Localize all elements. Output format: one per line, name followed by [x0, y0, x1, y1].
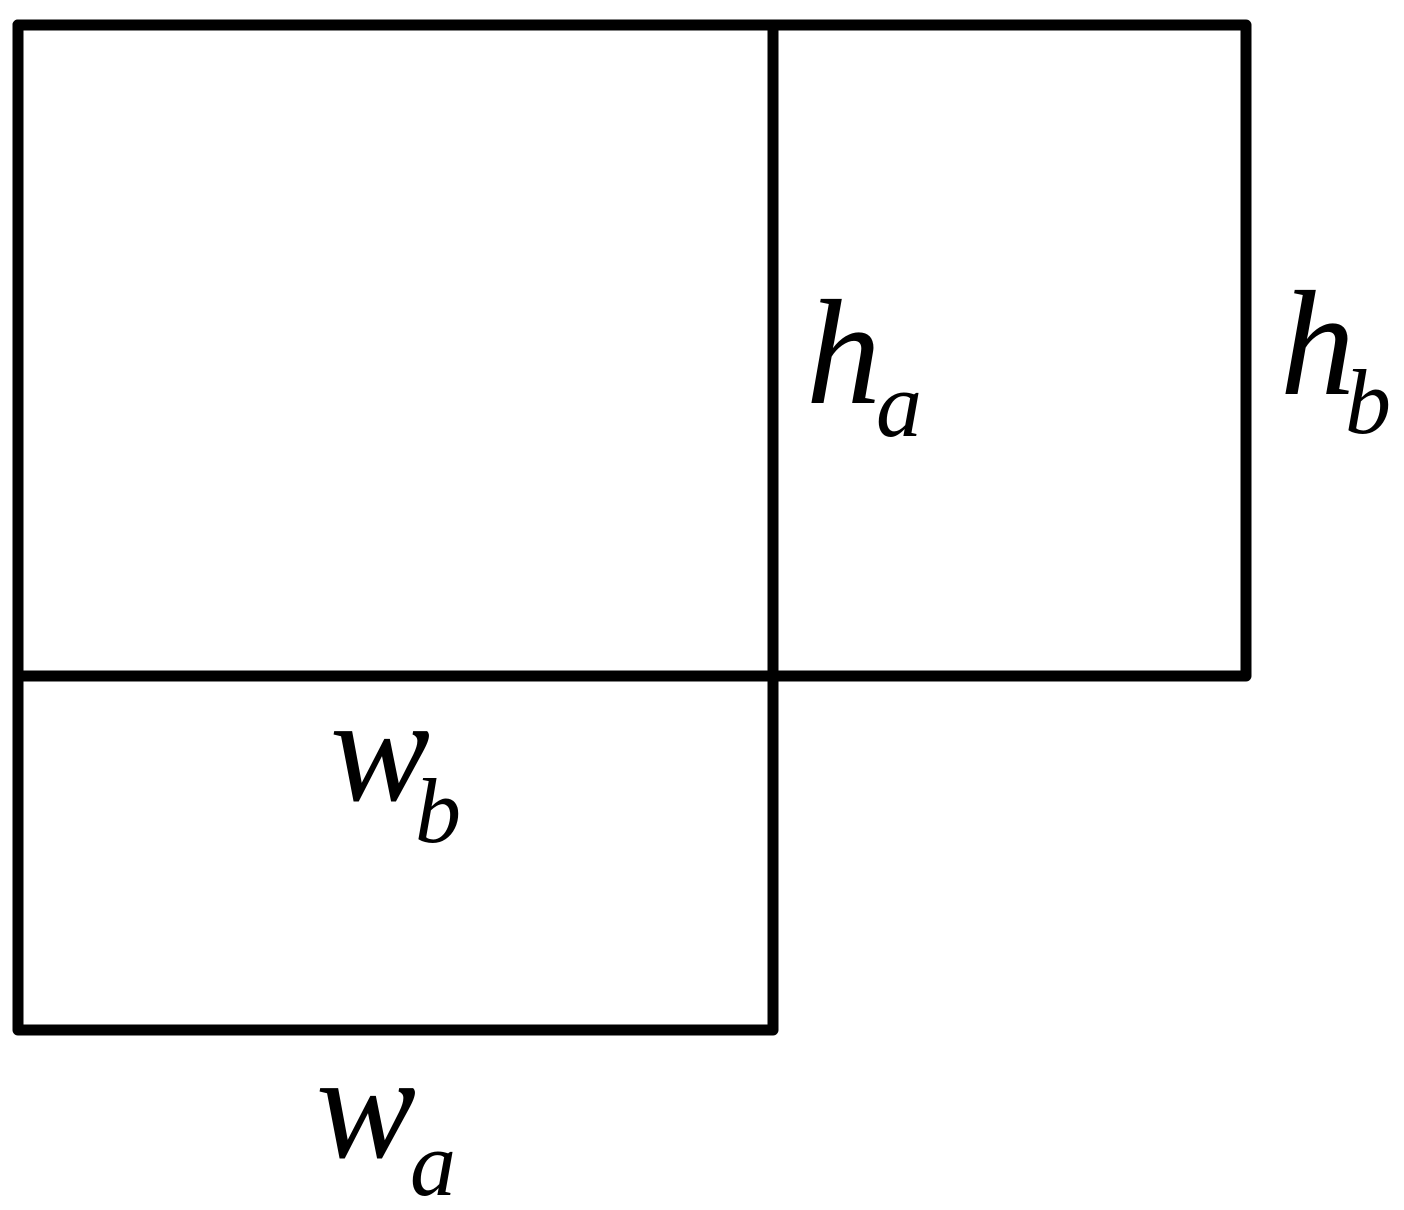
rectangle-b	[12, 19, 1252, 682]
label-h-a-sub: a	[876, 354, 922, 456]
label-h-a: h a	[806, 270, 922, 456]
label-w-a: w a	[316, 1024, 456, 1210]
label-h-b-sub: b	[1345, 351, 1391, 453]
label-w-a-sub: a	[410, 1113, 456, 1210]
label-h-b-main: h	[1280, 261, 1355, 427]
rectangle-a	[12, 19, 779, 1036]
label-h-a-main: h	[806, 270, 881, 436]
label-w-b: w b	[330, 667, 461, 862]
label-w-a-main: w	[316, 1024, 416, 1190]
label-w-b-sub: b	[415, 760, 461, 862]
label-w-b-main: w	[330, 667, 430, 833]
label-h-b: h b	[1280, 261, 1391, 453]
